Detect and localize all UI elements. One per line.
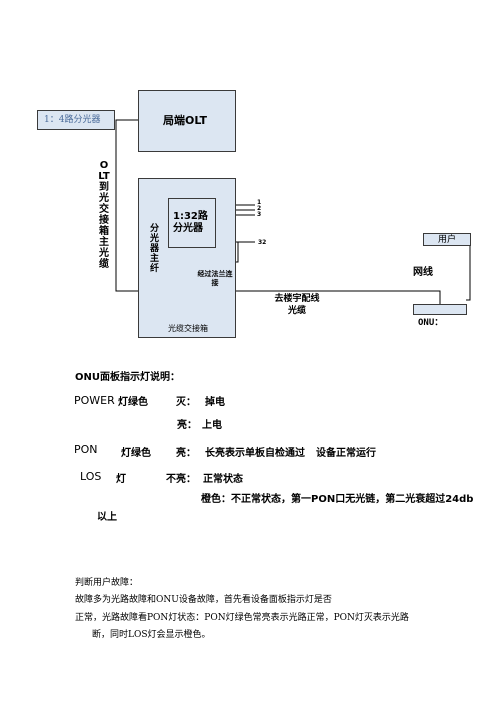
power-on-desc: 上电 xyxy=(202,420,222,431)
troubleshoot-line-1: 故障多为光路故障和ONU设备故障，首先看设备面板指示灯是否 xyxy=(75,595,332,605)
onu-label: ONU： xyxy=(418,318,444,328)
pon-desc: 长亮表示单板自检通过 xyxy=(205,448,305,459)
los-off: 不亮： xyxy=(166,474,196,485)
splitter-1x32-box: 1:32路分光器 xyxy=(168,198,216,248)
troubleshoot-title: 判断用户故障： xyxy=(75,578,139,588)
power-off: 灭： xyxy=(176,397,196,408)
los-orange-cont: 以上 xyxy=(97,512,117,523)
splitter-1x4-label: 1：4路分光器 xyxy=(44,115,101,125)
pon-desc-2: 设备正常运行 xyxy=(316,448,376,459)
pon-color: 灯绿色 xyxy=(121,448,151,459)
los-off-desc: 正常状态 xyxy=(203,474,243,485)
olt-label: 局端OLT xyxy=(163,114,208,127)
onu-box xyxy=(413,304,467,315)
cabinet-label: 光缆交接箱 xyxy=(168,324,208,333)
splitter-1x4-box: 1：4路分光器 xyxy=(37,110,115,130)
power-off-desc: 掉电 xyxy=(205,397,225,408)
power-label: POWER xyxy=(74,394,115,407)
port-1-label: 1 xyxy=(257,199,262,206)
los-color: 灯 xyxy=(116,474,126,485)
line-to-onu xyxy=(183,290,441,305)
splitter-1x32-label: 1:32路分光器 xyxy=(173,211,208,234)
pon-on: 亮： xyxy=(176,448,196,459)
indicators-title: ONU面板指示灯说明： xyxy=(75,372,180,383)
los-orange: 橙色：不正常状态，第一PON口无光链，第二光衰超过24db xyxy=(201,494,474,505)
network-cable-label: 网线 xyxy=(413,267,433,278)
los-label: LOS xyxy=(80,470,102,483)
port-32-label: 32 xyxy=(258,239,267,246)
olt-cable-label: OLT到光交接箱主光缆 xyxy=(98,160,110,270)
line-network-cable xyxy=(466,245,471,301)
user-box: 用户 xyxy=(423,233,471,246)
power-color: 灯绿色 xyxy=(118,397,148,408)
user-label: 用户 xyxy=(438,235,457,245)
pon-label: PON xyxy=(74,443,98,456)
troubleshoot-line-3: 断，同时LOS灯会显示橙色。 xyxy=(92,630,211,640)
port-3-label: 3 xyxy=(257,211,262,218)
flange-label: 经过法兰连接 xyxy=(197,270,233,287)
troubleshoot-line-2: 正常，光路故障看PON灯状态：PON灯绿色常亮表示光路正常，PON灯灭表示光路 xyxy=(75,613,409,623)
olt-box: 局端OLT xyxy=(138,90,236,152)
main-fiber-label: 分光器主纤 xyxy=(149,224,159,274)
port-2-label: 2 xyxy=(257,205,262,212)
building-cable-label: 去楼宇配线光缆 xyxy=(274,294,320,316)
power-on: 亮： xyxy=(177,420,197,431)
